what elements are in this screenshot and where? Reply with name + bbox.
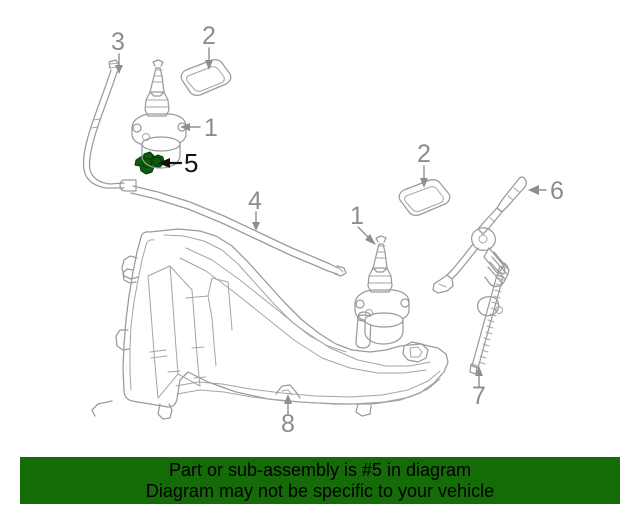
- banner-line-1: Part or sub-assembly is #5 in diagram: [168, 459, 472, 480]
- washer-fluid-reservoir-tank: [115, 228, 449, 420]
- callout-1-right: 1: [350, 202, 376, 245]
- callout-2-right: 2: [417, 140, 431, 188]
- diagram-note-banner: Part or sub-assembly is #5 in diagram Di…: [20, 457, 620, 504]
- callout-2-left: 2: [202, 22, 216, 70]
- headlight-washer-nozzle-left: [131, 59, 187, 169]
- callout-1-left: 1: [180, 114, 218, 142]
- callout-2-right-label: 2: [417, 140, 431, 168]
- callout-7-label: 7: [472, 382, 486, 410]
- callout-1-right-label: 1: [350, 202, 364, 230]
- return-spring: [469, 265, 506, 375]
- callout-2-left-label: 2: [202, 22, 216, 50]
- nozzle-cover-cap-right: [398, 179, 451, 216]
- callout-6: 6: [528, 177, 564, 205]
- callout-8-label: 8: [281, 410, 295, 438]
- washer-hose-upper: [82, 59, 137, 192]
- callout-4: 4: [248, 187, 262, 231]
- callout-4-label: 4: [248, 187, 262, 215]
- callout-5-label: 5: [184, 148, 198, 178]
- headlight-washer-nozzle-right: [354, 235, 410, 345]
- callout-6-label: 6: [550, 177, 564, 205]
- callout-8: 8: [281, 394, 295, 438]
- callout-1-left-label: 1: [204, 114, 218, 142]
- callout-3: 3: [111, 28, 125, 74]
- banner-line-2: Diagram may not be specific to your vehi…: [145, 480, 495, 501]
- callout-5-highlighted: 5: [158, 148, 198, 178]
- telescoping-washer-jet-rod: [432, 176, 527, 294]
- callout-3-label: 3: [111, 28, 125, 56]
- nozzle-cover-cap-left: [180, 59, 232, 96]
- washer-hose-lower: [91, 185, 347, 417]
- callout-7: 7: [472, 366, 486, 410]
